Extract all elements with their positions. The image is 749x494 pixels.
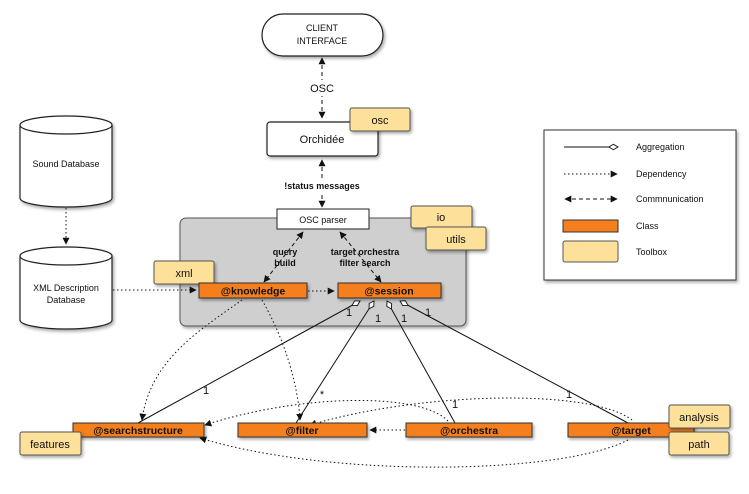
mult-searchstructure: 1 (203, 385, 209, 397)
toolbox-io-label: io (437, 212, 446, 224)
legend-dependency-label: Dependency (636, 169, 687, 179)
aggregation-filter-session (295, 300, 375, 424)
knowledge-to-searchstructure-dependency (139, 299, 243, 421)
toolbox-analysis (668, 404, 731, 429)
legend-class-swatch (562, 219, 619, 233)
toolbox-osc-label: osc (371, 115, 389, 127)
toolbox-features (19, 431, 82, 456)
aggregation-searchstructure-session (137, 300, 361, 424)
client-interface-node (261, 13, 384, 57)
query-label-line2: build (274, 258, 296, 268)
mult-session-2: 1 (375, 313, 381, 325)
toolbox-utils-label: utils (446, 234, 466, 246)
target-label-line1: target orchestra (331, 247, 401, 257)
toolbox-features-label: features (30, 439, 70, 451)
mult-filter: * (320, 389, 325, 401)
client-line2: INTERFACE (297, 36, 348, 46)
class-orchestra-label: @orchestra (440, 425, 498, 437)
xml-db-line2: Database (47, 295, 86, 305)
legend-class-label: Class (636, 221, 659, 231)
target-label-line2: filter search (339, 258, 390, 268)
class-filter (237, 422, 368, 438)
class-target-label: @target (611, 425, 651, 437)
target-comm-arrow (339, 231, 382, 283)
osc-parser-node (276, 208, 370, 230)
toolbox-analysis-label: analysis (679, 412, 719, 424)
class-searchstructure (72, 422, 205, 438)
legend-toolbox-label: Toolbox (636, 247, 668, 257)
mult-orchestra: 1 (452, 399, 458, 411)
legend-communication-label: Commnunication (636, 194, 704, 204)
class-target (567, 422, 695, 438)
toolbox-path-label: path (688, 439, 709, 451)
toolbox-xml (153, 260, 215, 285)
osc-parser-label: OSC parser (299, 215, 347, 225)
osc-label: OSC (310, 83, 334, 95)
core-group (179, 217, 467, 327)
query-label-line1: query (273, 247, 298, 257)
mult-session-1: 1 (346, 307, 352, 319)
aggregation-orchestra-session (386, 300, 456, 424)
sound-database (19, 115, 113, 208)
mult-session-3: 1 (401, 313, 407, 325)
orchestra-to-searchstructure-dependency (204, 399, 449, 427)
xml-db-line1: XML Description (33, 283, 99, 293)
class-filter-label: @filter (286, 425, 319, 437)
xml-description-database (19, 246, 113, 330)
target-to-filter-dependency (309, 397, 633, 427)
toolbox-utils (425, 226, 487, 251)
client-line1: CLIENT (306, 23, 339, 33)
toolbox-path (668, 431, 730, 456)
aggregation-target-session (399, 300, 629, 424)
class-knowledge (198, 282, 308, 299)
target-to-searchstructure-dependency (199, 436, 629, 468)
mult-target: 1 (566, 389, 572, 401)
mult-session-4: 1 (425, 307, 431, 319)
legend-aggregation-label: Aggregation (636, 142, 685, 152)
legend-toolbox-swatch (562, 240, 619, 263)
class-searchstructure-label: @searchstructure (93, 425, 183, 437)
class-session (337, 282, 442, 299)
query-comm-arrow (263, 231, 304, 283)
class-session-label: @session (364, 286, 413, 298)
orchidee-label: Orchidée (300, 134, 345, 146)
sound-database-label: Sound Database (32, 159, 99, 169)
status-messages-label: !status messages (284, 181, 360, 191)
toolbox-xml-label: xml (175, 268, 192, 280)
class-knowledge-label: @knowledge (221, 286, 286, 298)
class-orchestra (405, 422, 533, 438)
toolbox-osc (349, 107, 411, 132)
